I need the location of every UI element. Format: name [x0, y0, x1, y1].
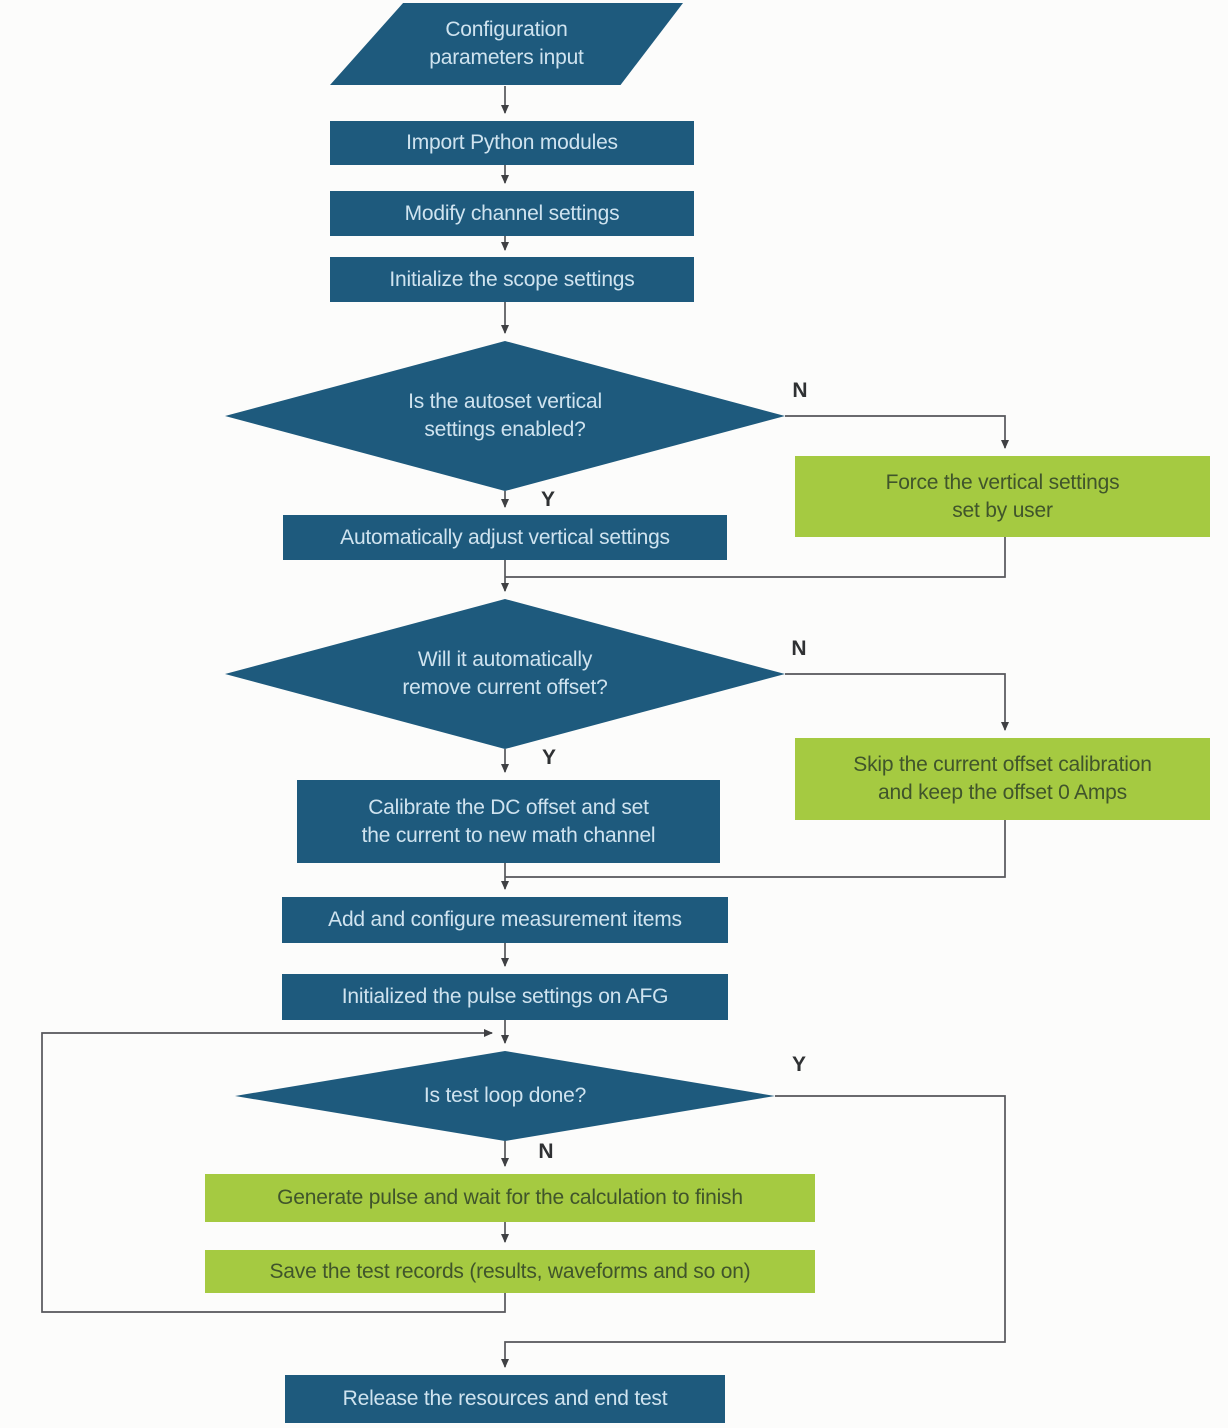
node-skip-offset-calibration: Skip the current offset calibration and …	[795, 738, 1210, 820]
edge-force-vertical-merge	[505, 537, 1006, 578]
edge-save-loopback	[41, 1029, 506, 1313]
node-release-resources: Release the resources and end test	[285, 1375, 725, 1423]
node-initialize-scope-settings: Initialize the scope settings	[330, 257, 694, 302]
edge-autoset-no	[785, 415, 1009, 449]
node-save-test-records: Save the test records (results, waveform…	[205, 1250, 815, 1293]
branch-label-offset-no: N	[791, 637, 807, 660]
branch-label-autoset-yes: Y	[540, 488, 556, 511]
node-generate-pulse: Generate pulse and wait for the calculat…	[205, 1174, 815, 1222]
node-import-python-modules: Import Python modules	[330, 121, 694, 165]
edge-offset-no	[785, 673, 1009, 731]
branch-label-loop-yes: Y	[791, 1053, 807, 1076]
branch-label-autoset-no: N	[792, 379, 808, 402]
branch-label-loop-no: N	[538, 1140, 554, 1163]
branch-label-offset-yes: Y	[541, 746, 557, 769]
node-force-vertical-settings: Force the vertical settings set by user	[795, 456, 1210, 537]
node-modify-channel-settings: Modify channel settings	[330, 191, 694, 236]
node-add-measurement-items: Add and configure measurement items	[282, 897, 728, 943]
node-initialize-pulse-settings-afg: Initialized the pulse settings on AFG	[282, 974, 728, 1020]
node-calibrate-dc-offset: Calibrate the DC offset and set the curr…	[297, 780, 720, 863]
node-automatically-adjust-vertical: Automatically adjust vertical settings	[283, 515, 727, 560]
edge-loop-yes	[501, 1095, 1006, 1368]
edge-skip-calibration-merge	[505, 820, 1006, 878]
